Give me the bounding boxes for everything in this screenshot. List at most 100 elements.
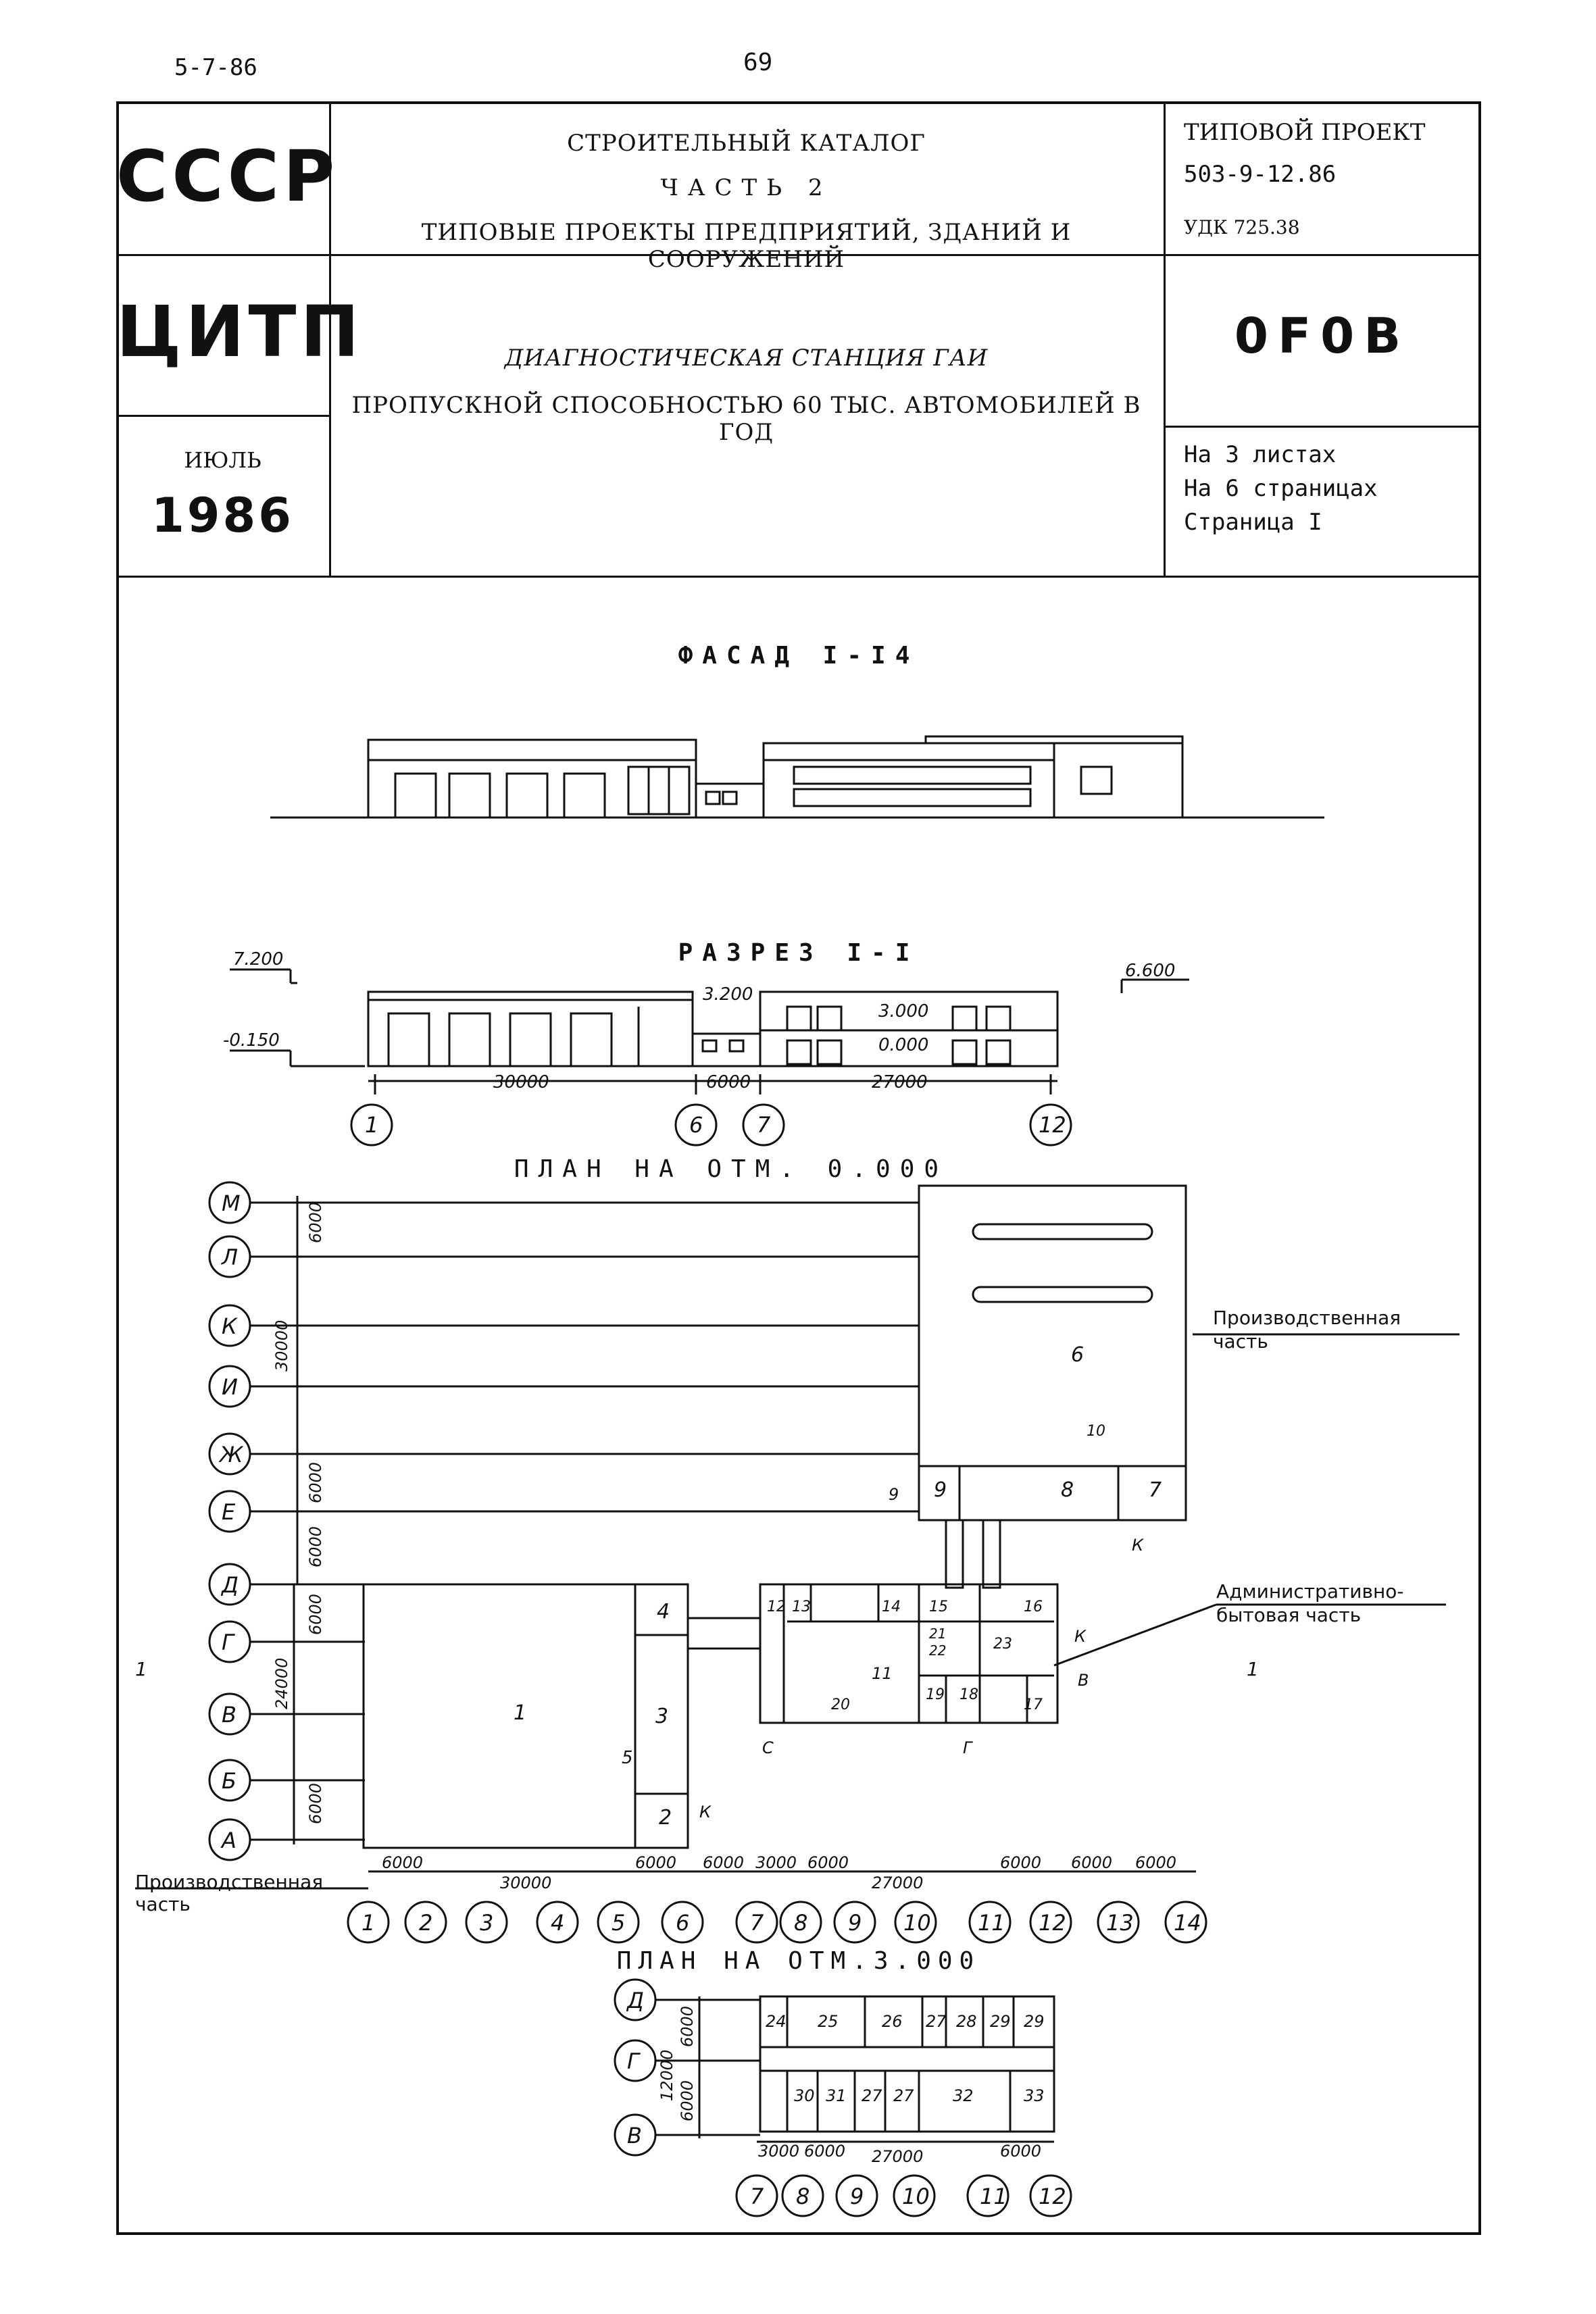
room-number: 14 [882,1599,901,1615]
bottom-dim: 3000 [758,2142,799,2161]
page-index: Страница I [1184,509,1322,536]
bottom-dim: 6000 [703,1853,744,1872]
left-dim: 30000 [272,1320,291,1372]
row-axis: Е [222,1499,236,1525]
label-production-lower: Производственная [135,1871,323,1893]
bottom-dim: 6000 [635,1853,676,1872]
bottom-dim: 6000 [804,2142,845,2161]
section-mark-left: 1 [135,1658,147,1680]
room-number: 27 [926,2012,947,2031]
room-number: 21 [929,1626,946,1642]
catalog-part: ЧАСТЬ 2 [660,174,832,201]
dim-30000: 30000 [493,1072,549,1092]
left-dim: 6000 [306,1594,325,1635]
entrance-9: 9 [889,1485,899,1504]
room-number: 24 [766,2012,787,2031]
bottom-dim: 6000 [382,1853,423,1872]
room-number: 15 [929,1599,948,1615]
col-axis: 10 [903,1910,931,1936]
sheet-info: На 3 листах На 6 страницах Страница I [1184,438,1378,539]
col-axis: 1 [361,1910,375,1936]
room-number: 10 [1087,1423,1105,1440]
header-divider [116,254,1481,256]
project-label: ТИПОВОЙ ПРОЕКТ [1184,119,1426,146]
col-axis: 2 [419,1910,432,1936]
col-axis: 5 [612,1910,625,1936]
label-production-lower-2: часть [135,1893,191,1915]
room-number: 2 [659,1806,672,1830]
dim-6000: 6000 [706,1072,751,1092]
plan3-title: ПЛАН НА ОТМ.3.000 [616,1947,981,1975]
month: ИЮЛЬ [184,447,261,473]
level-right: 6.600 [1125,961,1175,981]
row-axis: К [222,1313,238,1339]
bottom-dim: 6000 [807,1853,849,1872]
left-dim: 6000 [306,1783,325,1824]
left-dim: 6000 [678,2006,697,2047]
row-axis: М [222,1190,241,1216]
project-title: ДИАГНОСТИЧЕСКАЯ СТАНЦИЯ ГАИ [504,345,989,372]
col-axis: 4 [551,1910,564,1936]
bottom-dim: 27000 [872,2147,923,2166]
header-divider [1164,426,1481,428]
level-second-floor: 3.000 [878,1001,928,1022]
org-name: ЦИТП [116,291,364,373]
room-number: 23 [993,1636,1012,1653]
room-number: 20 [831,1696,850,1713]
col-axis: 12 [1039,1910,1066,1936]
header-divider [116,415,329,417]
room-number: 22 [929,1642,946,1659]
col-axis: 13 [1106,1910,1134,1936]
room-number: 9 [934,1478,947,1502]
left-dim: 6000 [306,1202,325,1243]
col-axis: 12 [1039,2184,1066,2209]
bottom-dim: 6000 [1135,1853,1176,1872]
plan0-title: ПЛАН НА ОТМ. 0.000 [514,1155,949,1183]
row-axis: Г [222,1630,235,1655]
bottom-dim: 6000 [1071,1853,1112,1872]
col-axis: 11 [978,1910,1005,1936]
row-axis: Б [222,1768,236,1794]
pages-count: На 6 страницах [1184,475,1378,502]
axis-label: 12 [1039,1112,1066,1138]
room-number: 8 [1061,1478,1074,1502]
room-number: 27 [862,2086,882,2105]
year: 1986 [151,488,294,543]
section-mark-right: 1 [1247,1658,1259,1680]
room-number: 11 [872,1664,893,1683]
col-axis: 8 [796,2184,809,2209]
entrance-k-right: К [1074,1627,1087,1646]
left-dim: 6000 [678,2080,697,2121]
room-number: 32 [953,2086,974,2105]
label-admin: Административно- [1216,1580,1404,1603]
sheets-count: На 3 листах [1184,441,1337,468]
left-dim: 6000 [306,1526,325,1567]
bottom-dim: 30000 [500,1873,551,1892]
project-number: 503-9-12.86 [1184,161,1337,188]
row-axis: Ж [218,1442,244,1467]
row-axis: В [222,1702,236,1728]
entrance-s: С [762,1738,774,1757]
room-number: 30 [794,2086,815,2105]
room-number: 29 [990,2012,1011,2031]
room-number: 18 [959,1686,978,1703]
header-divider [116,576,1481,578]
room-number: 31 [826,2086,847,2105]
section-code: 0F0B [1234,307,1411,364]
room-number: 17 [1024,1696,1043,1713]
row-axis: Д [220,1572,239,1598]
axis-label: 6 [689,1112,703,1138]
bottom-dim: 3000 [755,1853,797,1872]
level-top: 7.200 [233,949,283,970]
room-number: 26 [882,2012,903,2031]
header-divider [329,101,331,576]
axis-label: 7 [757,1112,771,1138]
row-axis: Л [221,1244,238,1270]
room-number: 5 [622,1748,633,1768]
room-number: 1 [514,1701,526,1725]
room-number: 4 [657,1600,670,1624]
room-number: 19 [926,1686,945,1703]
